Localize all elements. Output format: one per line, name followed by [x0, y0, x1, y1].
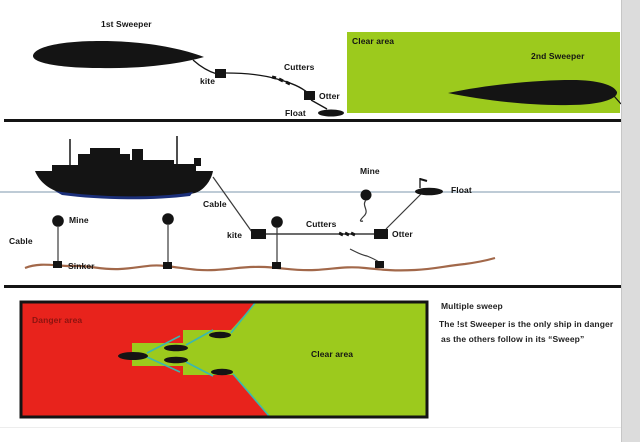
follower-ship	[209, 331, 231, 339]
otter-label: Otter	[319, 91, 340, 101]
seabed-line	[24, 256, 496, 272]
ship-bridge	[90, 148, 120, 155]
otter-label: Otter	[392, 229, 413, 239]
otter-shape	[304, 91, 315, 100]
ship-boot-stripe	[55, 191, 193, 200]
moored-mine	[271, 216, 283, 269]
follower-ship	[164, 356, 188, 364]
note-line1: The !st Sweeper is the only ship in dang…	[439, 319, 614, 329]
note-line2: as the others follow in its “Sweep”	[441, 334, 585, 344]
ship-deckhouse	[78, 154, 130, 172]
sweep-wire	[225, 72, 309, 94]
panel-side-view	[0, 136, 620, 272]
clear-area-label: Clear area	[311, 349, 354, 359]
note-title: Multiple sweep	[441, 301, 503, 311]
otter-shape	[374, 229, 388, 239]
mine-shape	[52, 215, 64, 227]
ship-stern-winch	[194, 158, 201, 166]
cut-cable-seabed	[349, 248, 384, 268]
mine-shape	[162, 213, 174, 225]
sweep-wire	[192, 59, 218, 75]
clear-area-label: Clear area	[352, 36, 395, 46]
panel-divider	[4, 285, 622, 288]
cut-mine-surface	[359, 189, 372, 222]
kite-label: kite	[200, 76, 216, 86]
follower-ship	[211, 368, 233, 376]
moored-mine	[52, 215, 64, 268]
otter-float-line	[310, 99, 328, 110]
tow-cable	[212, 176, 253, 233]
mine-label: Mine	[69, 215, 89, 225]
mine-label: Mine	[360, 166, 380, 176]
plan-box-border	[19, 300, 429, 419]
cable-label: Cable	[203, 199, 227, 209]
panel-top-view	[33, 32, 622, 117]
sinker-shape	[375, 261, 384, 268]
sweep-wires-cyan	[146, 302, 270, 417]
sinker-shape	[272, 262, 281, 269]
mine-shape	[271, 216, 283, 228]
cable-label: Cable	[9, 236, 33, 246]
cutters-marks	[338, 231, 356, 237]
ship-aft-deck	[172, 164, 196, 172]
panel-divider	[4, 119, 622, 122]
sinker-label: Sinker	[68, 261, 95, 271]
ship-hull	[35, 171, 213, 199]
lead-sweeper-ship	[118, 352, 148, 360]
follower-ship	[164, 344, 188, 352]
float-label: Float	[285, 108, 306, 118]
kite-label: kite	[227, 230, 243, 240]
first-sweeper-ship	[33, 41, 204, 69]
sinker-shape	[53, 261, 62, 268]
ship-bulwark	[52, 165, 80, 173]
float-shape	[415, 178, 443, 196]
second-sweeper-tow-line	[613, 95, 622, 105]
second-sweeper-label: 2nd Sweeper	[531, 51, 585, 61]
danger-area-label: Danger area	[32, 315, 83, 325]
otter-float-line	[385, 193, 422, 230]
float-label: Float	[451, 185, 472, 195]
panel-multiple-sweep	[19, 300, 429, 419]
sinker-shape	[163, 262, 172, 269]
clear-area-wedge	[132, 302, 427, 417]
moored-mine	[162, 213, 174, 269]
first-sweeper-label: 1st Sweeper	[101, 19, 152, 29]
page-margin-strip	[621, 0, 640, 442]
minesweeper-ship	[35, 136, 213, 200]
cutters-label: Cutters	[284, 62, 315, 72]
kite-shape	[215, 69, 226, 78]
cutters-label: Cutters	[306, 219, 337, 229]
cutters-marks	[271, 75, 291, 86]
float-shape	[318, 109, 344, 117]
ship-aft-deckhouse	[128, 160, 174, 172]
page-edge-line	[0, 427, 622, 428]
second-sweeper-ship	[448, 80, 618, 106]
kite-shape	[251, 229, 266, 239]
